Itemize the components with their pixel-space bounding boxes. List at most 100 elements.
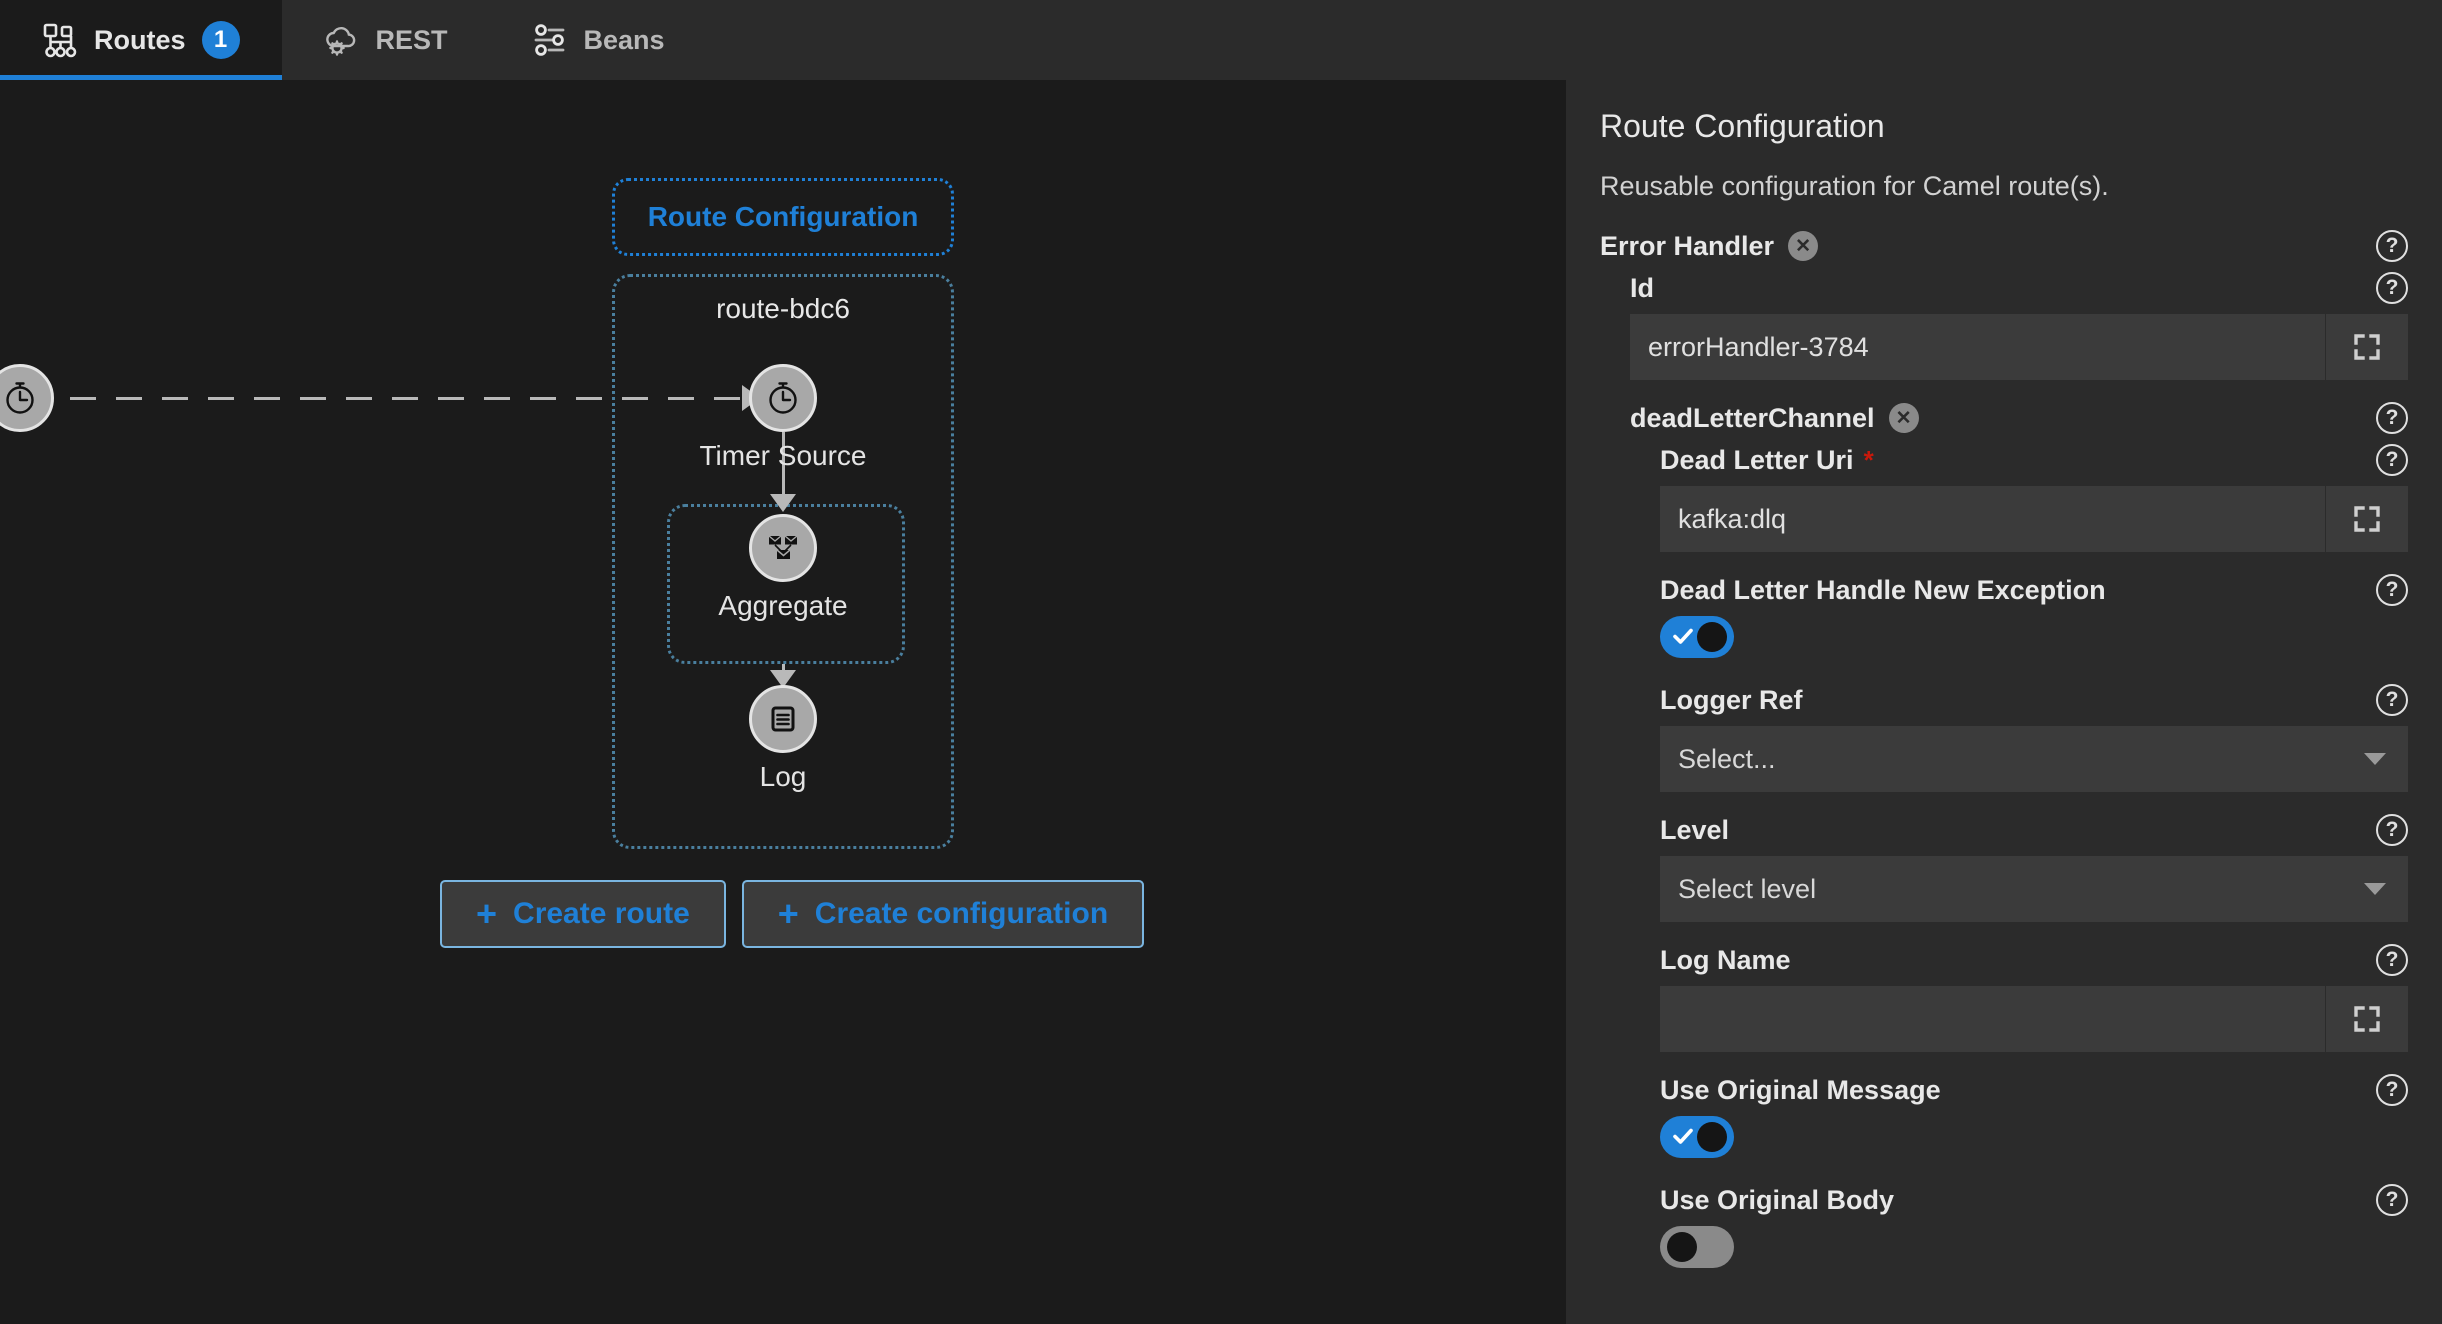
plus-icon: +	[777, 893, 799, 934]
aggregate-envelopes-icon	[749, 514, 817, 582]
logger-ref-value: Select...	[1678, 743, 1776, 774]
tab-routes-label: Routes	[94, 24, 186, 55]
check-icon	[1673, 628, 1693, 644]
error-handler-label: Error Handler	[1600, 230, 1775, 261]
route-configuration-chip[interactable]: Route Configuration	[612, 178, 954, 256]
logger-ref-label: Logger Ref	[1660, 684, 1803, 715]
timer-to-aggregate-line	[782, 432, 785, 498]
id-input-wrapper	[1630, 314, 2408, 380]
tab-routes[interactable]: Routes 1	[0, 0, 282, 80]
use-original-body-toggle[interactable]	[1660, 1226, 1734, 1268]
help-icon[interactable]: ?	[2376, 444, 2408, 476]
panel-title: Route Configuration	[1600, 108, 1885, 144]
level-value: Select level	[1678, 873, 1817, 904]
route-canvas[interactable]: Route Configuration route-bdc6	[0, 80, 1566, 1324]
use-original-body-group: Use Original Body ?	[1600, 1184, 2408, 1268]
expand-dead-letter-uri-icon[interactable]	[2325, 486, 2408, 552]
expand-id-icon[interactable]	[2325, 314, 2408, 380]
dead-letter-handle-new-exception-header: Dead Letter Handle New Exception ?	[1660, 574, 2408, 606]
log-name-header: Log Name ?	[1660, 944, 2408, 976]
aggregate-node[interactable]: Aggregate	[718, 514, 848, 621]
level-header: Level ?	[1660, 814, 2408, 846]
workspace: Route Configuration route-bdc6	[0, 80, 2442, 1324]
external-connector-line	[70, 397, 748, 400]
help-icon[interactable]: ?	[2376, 230, 2408, 262]
dead-letter-handle-new-exception-toggle[interactable]	[1660, 616, 1734, 658]
create-route-button[interactable]: + Create route	[440, 880, 726, 948]
help-icon[interactable]: ?	[2376, 402, 2408, 434]
log-label: Log	[759, 761, 807, 792]
check-icon	[1673, 1128, 1693, 1144]
help-icon[interactable]: ?	[2376, 684, 2408, 716]
tab-rest[interactable]: REST	[282, 0, 490, 80]
log-name-input-wrapper	[1660, 986, 2408, 1052]
log-document-icon	[749, 685, 817, 753]
level-select[interactable]: Select level	[1660, 856, 2408, 922]
help-icon[interactable]: ?	[2376, 1184, 2408, 1216]
level-label: Level	[1660, 814, 1730, 845]
help-icon[interactable]: ?	[2376, 574, 2408, 606]
topology-icon	[42, 22, 78, 58]
id-field-group: Id ?	[1600, 272, 2408, 380]
use-original-body-header: Use Original Body ?	[1660, 1184, 2408, 1216]
aggregate-to-log-line	[782, 664, 785, 674]
main-tab-bar: Routes 1 REST Beans	[0, 0, 2442, 80]
help-icon[interactable]: ?	[2376, 272, 2408, 304]
dead-letter-uri-label: Dead Letter Uri	[1660, 444, 1854, 475]
tab-beans[interactable]: Beans	[490, 0, 707, 80]
toggle-knob	[1697, 622, 1727, 652]
remove-dead-letter-channel-icon[interactable]: ✕	[1888, 403, 1919, 433]
expand-log-name-icon[interactable]	[2325, 986, 2408, 1052]
create-configuration-button[interactable]: + Create configuration	[741, 880, 1145, 948]
properties-panel: Route Configuration Reusable configurati…	[1566, 80, 2442, 1324]
dead-letter-handle-new-exception-label: Dead Letter Handle New Exception	[1660, 574, 2106, 605]
aggregate-to-log-arrow	[770, 670, 796, 688]
timer-clock-icon	[749, 364, 817, 432]
external-timer-node[interactable]	[0, 364, 54, 432]
use-original-message-toggle[interactable]	[1660, 1116, 1734, 1158]
logger-ref-header: Logger Ref ?	[1660, 684, 2408, 716]
panel-subtitle: Reusable configuration for Camel route(s…	[1600, 171, 2109, 201]
dead-letter-channel-group-header: deadLetterChannel ✕ ?	[1600, 402, 2408, 434]
id-input[interactable]	[1630, 314, 2325, 380]
logger-ref-select[interactable]: Select...	[1660, 726, 2408, 792]
route-configuration-chip-label: Route Configuration	[647, 201, 919, 232]
id-label: Id	[1630, 272, 1654, 303]
use-original-message-group: Use Original Message ?	[1600, 1074, 2408, 1158]
chevron-down-icon	[2364, 753, 2386, 765]
use-original-message-label: Use Original Message	[1660, 1074, 1941, 1105]
help-icon[interactable]: ?	[2376, 944, 2408, 976]
dead-letter-handle-new-exception-group: Dead Letter Handle New Exception ?	[1600, 574, 2408, 658]
cloud-gear-icon	[324, 22, 360, 58]
toggle-knob	[1697, 1122, 1727, 1152]
log-node[interactable]: Log	[749, 685, 817, 792]
create-route-label: Create route	[513, 897, 690, 930]
aggregate-label: Aggregate	[718, 590, 848, 621]
timer-clock-icon	[0, 364, 54, 432]
sliders-icon	[532, 22, 568, 58]
log-name-input[interactable]	[1660, 986, 2325, 1052]
route-title: route-bdc6	[716, 293, 850, 324]
timer-to-aggregate-arrow	[770, 494, 796, 512]
remove-error-handler-icon[interactable]: ✕	[1788, 231, 1819, 261]
help-icon[interactable]: ?	[2376, 1074, 2408, 1106]
timer-source-node[interactable]: Timer Source	[699, 364, 867, 471]
use-original-body-label: Use Original Body	[1660, 1184, 1895, 1215]
toggle-knob	[1667, 1232, 1697, 1262]
tab-beans-label: Beans	[583, 24, 665, 55]
dead-letter-channel-label: deadLetterChannel	[1630, 402, 1875, 433]
routes-count-badge: 1	[201, 21, 240, 59]
id-field-header: Id ?	[1630, 272, 2408, 304]
level-group: Level ? Select level	[1600, 814, 2408, 922]
dead-letter-uri-input-wrapper	[1660, 486, 2408, 552]
dead-letter-uri-input[interactable]	[1660, 486, 2325, 552]
log-name-group: Log Name ?	[1600, 944, 2408, 1052]
required-marker: *	[1863, 445, 1874, 475]
tab-rest-label: REST	[375, 24, 448, 55]
route-container[interactable]: route-bdc6	[612, 274, 954, 849]
help-icon[interactable]: ?	[2376, 814, 2408, 846]
logger-ref-group: Logger Ref ? Select...	[1600, 684, 2408, 792]
plus-icon: +	[476, 893, 498, 934]
error-handler-group-header: Error Handler ✕ ?	[1600, 230, 2408, 262]
